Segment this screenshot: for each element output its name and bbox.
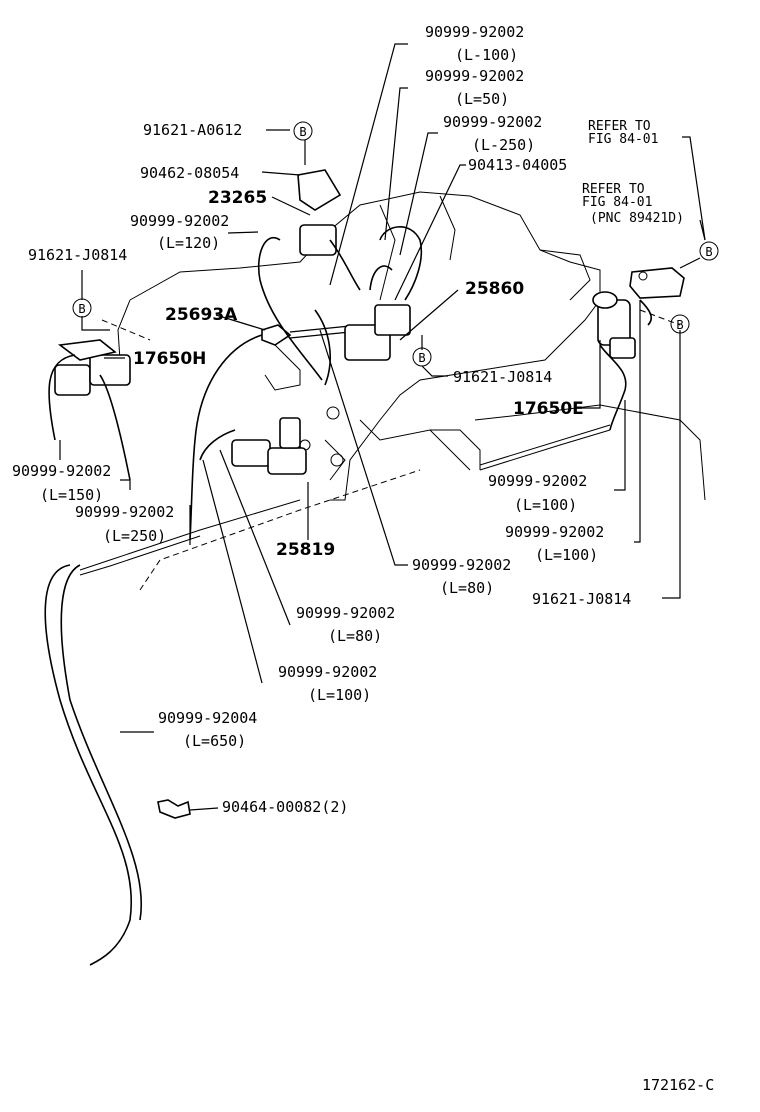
label-p20-num: 90999-92002 (412, 556, 511, 574)
marker-b-3: B (412, 347, 432, 367)
marker-b-2: B (72, 298, 92, 318)
vsv-25819 (231, 417, 307, 475)
label-p17-len: (L=250) (103, 527, 166, 545)
label-refer2-a: REFER TO (582, 182, 645, 197)
label-p19-num: 25819 (276, 540, 335, 560)
label-p24-num: 90999-92004 (158, 709, 257, 727)
label-p17-num: 90999-92002 (75, 503, 174, 521)
label-p15-len: (L=150) (40, 486, 103, 504)
label-refer2-b: FIG 84-01 (582, 195, 652, 210)
label-p1-len: (L-100) (455, 46, 518, 64)
label-p10-num: 25860 (465, 279, 524, 299)
label-p1-num: 90999-92002 (425, 23, 524, 41)
label-p24-len: (L=650) (183, 732, 246, 750)
label-p6-num: 90462-08054 (140, 164, 239, 182)
leader-lines (59, 43, 706, 811)
marker-b-1: B (293, 121, 313, 141)
vsv-25860 (344, 304, 411, 361)
label-p3-num: 90999-92002 (443, 113, 542, 131)
label-p8-num: 90999-92002 (130, 212, 229, 230)
label-p18-len: (L=100) (535, 546, 598, 564)
hoses (44, 226, 652, 966)
label-p13-num: 91621-J0814 (453, 368, 552, 386)
label-p7-num: 23265 (208, 188, 267, 208)
label-p15-num: 90999-92002 (12, 462, 111, 480)
marker-b-5: B (670, 314, 690, 334)
label-refer1-b: FIG 84-01 (588, 132, 658, 147)
label-refer1-a: REFER TO (588, 119, 651, 134)
svg-text:B: B (418, 351, 425, 365)
label-p22-num: 90999-92002 (296, 604, 395, 622)
label-p11-num: 25693A (165, 305, 238, 325)
label-p23-num: 90999-92002 (278, 663, 377, 681)
label-p16-num: 90999-92002 (488, 472, 587, 490)
bracket-refer (629, 267, 685, 299)
svg-text:B: B (705, 245, 712, 259)
label-p12-num: 17650H (133, 349, 206, 369)
svg-text:B: B (676, 318, 683, 332)
label-p21-num: 91621-J0814 (532, 590, 631, 608)
label-p3-len: (L-250) (472, 136, 535, 154)
marker-b-4: B (699, 241, 719, 261)
vsv-23265 (297, 169, 342, 256)
svg-text:B: B (78, 302, 85, 316)
label-p9-num: 91621-J0814 (28, 246, 127, 264)
label-p4-num: 90413-04005 (468, 156, 567, 174)
label-p2-num: 90999-92002 (425, 67, 524, 85)
label-p8-len: (L=120) (157, 234, 220, 252)
label-p18-num: 90999-92002 (505, 523, 604, 541)
label-p20-len: (L=80) (440, 579, 494, 597)
label-p2-len: (L=50) (455, 90, 509, 108)
part-labels: 90999-92002 (L-100) 90999-92002 (L=50) 9… (12, 23, 714, 1094)
figure-code: 172162-C (642, 1076, 714, 1094)
label-refer2-c: (PNC 89421D) (590, 211, 684, 226)
sensor-17650e (592, 291, 636, 359)
label-p22-len: (L=80) (328, 627, 382, 645)
label-p16-len: (L=100) (514, 496, 577, 514)
engine-outline (79, 191, 706, 591)
label-p5-num: 91621-A0612 (143, 121, 242, 139)
svg-text:B: B (299, 125, 306, 139)
label-p14-num: 17650E (513, 399, 584, 419)
clip-90464 (157, 799, 191, 819)
label-p23-len: (L=100) (308, 686, 371, 704)
label-p25-num: 90464-00082(2) (222, 798, 348, 816)
